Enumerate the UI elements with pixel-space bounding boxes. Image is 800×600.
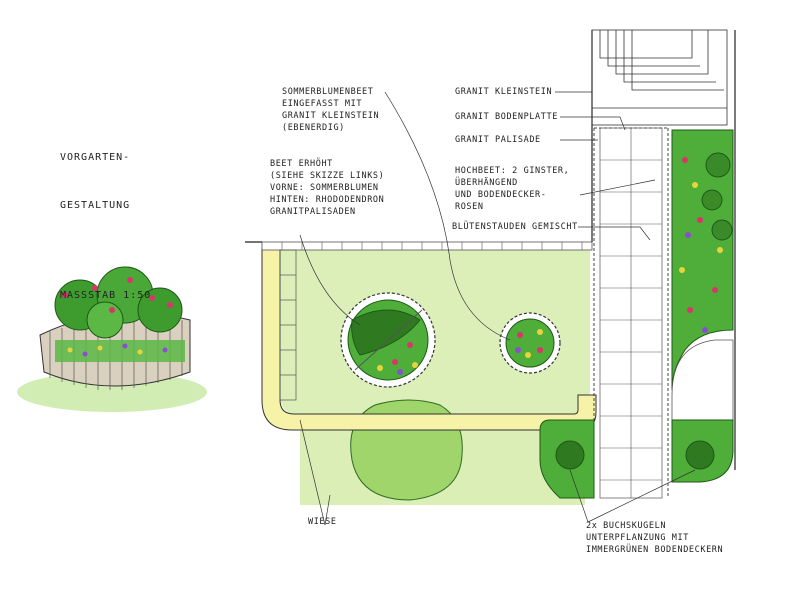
title-line1: VORGARTEN- bbox=[60, 152, 131, 163]
label-sommerblumenbeet: SOMMERBLUMENBEET EINGEFASST MIT GRANIT K… bbox=[282, 87, 380, 133]
entrance-steps bbox=[591, 29, 728, 126]
garden-path bbox=[261, 247, 597, 431]
label-buchskugeln: 2x BUCHSKUGELN UNTERPFLANZUNG MIT IMMERG… bbox=[586, 521, 724, 555]
raised-bed-sketch bbox=[17, 266, 207, 412]
title-line2: GESTALTUNG bbox=[60, 200, 131, 211]
label-granit-bodenplatte: GRANIT BODENPLATTE bbox=[455, 112, 558, 122]
label-stauden: BLÜTENSTAUDEN GEMISCHT bbox=[452, 222, 578, 232]
label-granit-palisade: GRANIT PALISADE bbox=[455, 135, 541, 145]
raised-bed-round bbox=[340, 292, 436, 388]
label-beet-erhoeht: BEET ERHÖHT (SIEHE SKIZZE LINKS) VORNE: … bbox=[270, 159, 385, 217]
label-hochbeet: HOCHBEET: 2 GINSTER, ÜBERHÄNGEND UND BOD… bbox=[455, 166, 570, 212]
scale-label: MASSSTAB 1:50 bbox=[60, 290, 152, 301]
label-wiese: WIESE bbox=[308, 517, 337, 527]
plan-title: VORGARTEN- GESTALTUNG MASSSTAB 1:50 bbox=[60, 118, 151, 320]
label-granit-kleinstein: GRANIT KLEINSTEIN bbox=[455, 87, 553, 97]
flower-bed-round bbox=[499, 312, 561, 374]
